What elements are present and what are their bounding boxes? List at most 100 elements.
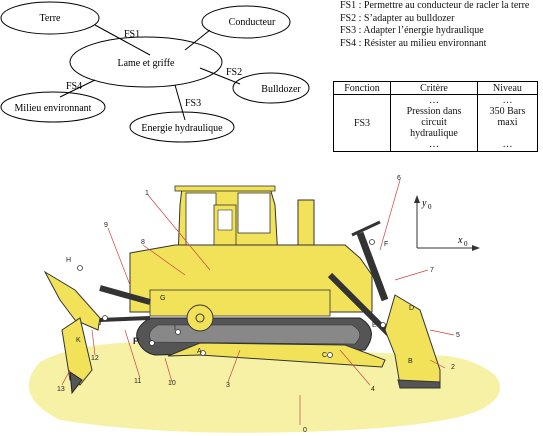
callout-5: 5 xyxy=(456,332,460,339)
function-fs2: FS2 : S’adapter au bulldozer xyxy=(340,12,455,24)
callout-3: 3 xyxy=(226,382,230,389)
point-a: A xyxy=(197,348,202,355)
cab-window-right xyxy=(237,192,271,234)
critere-line: … xyxy=(429,95,439,106)
cell-critere: … Pression dans circuit hydraulique … xyxy=(390,94,478,152)
callout-12: 12 xyxy=(91,355,99,362)
pivot-p xyxy=(149,340,155,346)
push-arm xyxy=(167,342,386,368)
leader-7 xyxy=(394,269,429,281)
cylinder-mount xyxy=(351,220,381,237)
point-c: C xyxy=(322,352,327,359)
pivot-i xyxy=(175,329,181,335)
point-b: B xyxy=(408,358,413,365)
critere-line: Pression dans xyxy=(406,106,462,117)
label-fs3: FS3 xyxy=(185,98,201,109)
x-axis-label: x xyxy=(457,235,463,246)
pivot-a xyxy=(200,350,206,356)
niveau-line: … xyxy=(502,95,513,106)
header-niveau: Niveau xyxy=(477,81,538,95)
sprocket-wheel xyxy=(186,304,214,332)
exhaust-stack xyxy=(297,199,315,253)
callout-10: 10 xyxy=(168,380,176,387)
point-k: K xyxy=(76,337,81,344)
niveau-line: … xyxy=(502,139,513,150)
bulldozer-drawing: y 0 x 0 1 2 3 4 5 6 7 xyxy=(28,175,500,434)
point-j: J xyxy=(98,320,102,327)
label-center: Lame et griffe xyxy=(117,58,175,69)
cab-roof xyxy=(174,185,276,192)
callout-1: 1 xyxy=(145,190,149,197)
node-center xyxy=(69,36,223,88)
cell-fonction: FS3 xyxy=(333,94,391,152)
function-fs4: FS4 : Résister au milieu environnant xyxy=(340,37,487,49)
callout-8: 8 xyxy=(141,239,145,246)
function-fs1: FS1 : Permettre au conducteur de racler … xyxy=(340,0,530,11)
criteria-table: Fonction Critère Niveau FS3 … Pression d… xyxy=(333,81,538,152)
point-d: D xyxy=(409,305,414,312)
blade-edge xyxy=(397,379,441,389)
leader-6 xyxy=(379,179,401,251)
point-i: I xyxy=(174,325,176,332)
critere-line: circuit xyxy=(421,117,447,128)
link-fs2 xyxy=(199,67,241,85)
pivot-h xyxy=(77,265,83,271)
pivot-e xyxy=(380,322,386,328)
door-window xyxy=(217,209,233,231)
label-fs1: FS1 xyxy=(124,29,140,40)
leader-10 xyxy=(164,357,173,383)
leader-13 xyxy=(61,369,71,386)
callout-13: 13 xyxy=(57,386,65,393)
label-energie: Energie hydraulique xyxy=(141,123,223,134)
point-p: P xyxy=(133,336,139,346)
y-axis-arrow xyxy=(414,195,420,203)
label-conducteur: Conducteur xyxy=(229,17,276,28)
niveau-line: 350 Bars xyxy=(489,106,526,117)
point-h: H xyxy=(66,257,71,264)
callout-7: 7 xyxy=(430,267,434,274)
leader-3 xyxy=(227,349,241,383)
ripper-shank xyxy=(61,317,93,386)
label-terre: Terre xyxy=(40,13,62,24)
node-energie xyxy=(129,111,235,143)
leader-2 xyxy=(429,359,446,369)
label-fs4: FS4 xyxy=(66,81,82,92)
critere-line: hydraulique xyxy=(410,128,458,139)
leader-8 xyxy=(142,244,186,276)
leader-4 xyxy=(339,349,371,386)
label-fs2: FS2 xyxy=(226,67,242,78)
track-frame xyxy=(149,289,331,317)
link-fs1 xyxy=(94,24,151,56)
x-axis-arrow xyxy=(472,245,480,251)
ripper-tooth xyxy=(69,371,83,395)
niveau-line: maxi xyxy=(497,117,518,128)
callout-9: 9 xyxy=(104,222,108,229)
point-g: G xyxy=(160,295,165,302)
lift-cylinder xyxy=(327,272,393,338)
niveau-line xyxy=(481,128,534,139)
leader-12 xyxy=(91,329,96,356)
point-f: F xyxy=(384,241,388,248)
point-e: E xyxy=(372,322,377,329)
pivot-j xyxy=(102,315,108,321)
callout-0: 0 xyxy=(303,427,307,434)
node-milieu xyxy=(0,91,106,123)
callout-6: 6 xyxy=(397,175,401,182)
callout-11: 11 xyxy=(134,378,141,385)
y-axis-label: y xyxy=(421,198,427,209)
label-bulldozer: Bulldozer xyxy=(261,84,301,95)
function-list: FS1 : Permettre au conducteur de racler … xyxy=(340,0,540,50)
callout-4: 4 xyxy=(371,386,375,393)
critere-line: … xyxy=(429,139,439,150)
ripper-link xyxy=(99,316,151,322)
link-fs3 xyxy=(174,84,186,121)
y-axis-subscript: 0 xyxy=(428,203,432,211)
pivot-f xyxy=(369,239,375,245)
leader-5 xyxy=(429,329,455,336)
track-inner xyxy=(149,324,361,345)
ripper-frame xyxy=(43,270,101,331)
node-terre xyxy=(0,1,100,35)
header-fonction: Fonction xyxy=(333,81,391,95)
callout-2: 2 xyxy=(451,364,455,371)
